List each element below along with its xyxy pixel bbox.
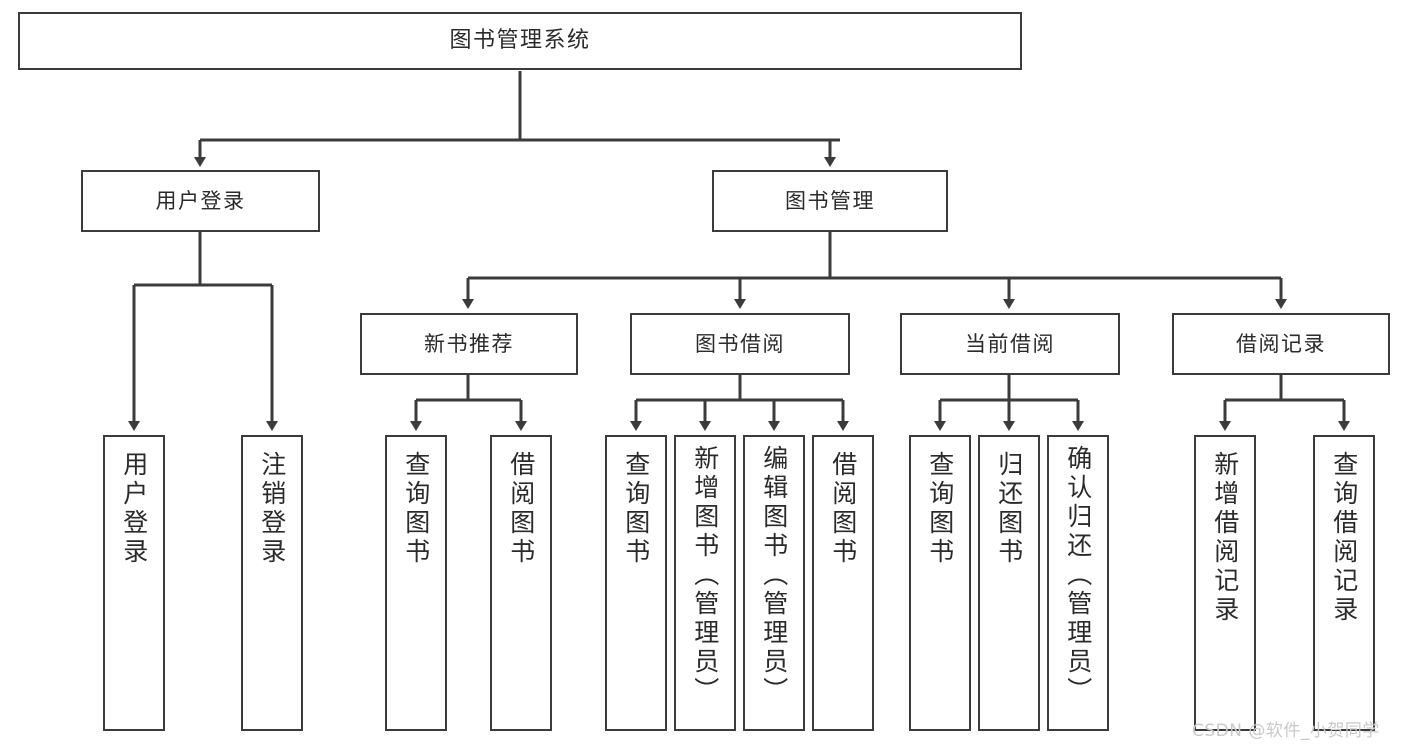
node-label: 确认归还（管理员） xyxy=(1063,445,1093,706)
node-label: 查询图书 xyxy=(401,451,431,567)
node-label: 查询图书 xyxy=(621,451,651,567)
leaf-borrow-record-query-record[interactable]: 查询借阅记录 xyxy=(1313,435,1375,731)
node-new-book-recommend[interactable]: 新书推荐 xyxy=(360,313,578,375)
node-book-borrow[interactable]: 图书借阅 xyxy=(630,313,850,375)
leaf-user-login-logout[interactable]: 注销登录 xyxy=(241,435,303,731)
leaf-new-book-query-book[interactable]: 查询图书 xyxy=(385,435,447,731)
node-label: 借阅图书 xyxy=(828,451,858,567)
node-label: 当前借阅 xyxy=(965,331,1055,356)
node-label: 编辑图书（管理员） xyxy=(759,445,789,706)
node-label: 新增借阅记录 xyxy=(1210,451,1240,625)
node-label: 图书借阅 xyxy=(695,331,785,356)
leaf-current-borrow-confirm-return[interactable]: 确认归还（管理员） xyxy=(1047,435,1109,731)
node-label: 借阅图书 xyxy=(506,451,536,567)
leaf-book-borrow-query-book[interactable]: 查询图书 xyxy=(605,435,667,731)
leaf-current-borrow-query-book[interactable]: 查询图书 xyxy=(909,435,971,731)
csdn-watermark: CSDN @软件_小贺同学 xyxy=(1192,721,1380,741)
node-borrow-record[interactable]: 借阅记录 xyxy=(1172,313,1390,375)
node-root-system[interactable]: 图书管理系统 xyxy=(18,12,1022,70)
leaf-book-borrow-edit-book[interactable]: 编辑图书（管理员） xyxy=(743,435,805,731)
node-label: 查询图书 xyxy=(925,451,955,567)
leaf-book-borrow-borrow-book[interactable]: 借阅图书 xyxy=(812,435,874,731)
node-label: 借阅记录 xyxy=(1236,331,1326,356)
node-label: 新增图书（管理员） xyxy=(690,445,720,706)
node-label: 用户登录 xyxy=(119,451,149,567)
node-label: 归还图书 xyxy=(994,451,1024,567)
node-label: 图书管理 xyxy=(785,188,875,213)
node-book-management[interactable]: 图书管理 xyxy=(712,170,948,232)
node-label: 用户登录 xyxy=(155,188,246,213)
leaf-user-login-login[interactable]: 用户登录 xyxy=(103,435,165,731)
leaf-new-book-borrow-book[interactable]: 借阅图书 xyxy=(490,435,552,731)
leaf-current-borrow-return-book[interactable]: 归还图书 xyxy=(978,435,1040,731)
node-label: 查询借阅记录 xyxy=(1329,451,1359,625)
node-current-borrow[interactable]: 当前借阅 xyxy=(900,313,1120,375)
node-label: 图书管理系统 xyxy=(449,28,591,53)
node-label: 注销登录 xyxy=(257,451,287,567)
leaf-borrow-record-add-record[interactable]: 新增借阅记录 xyxy=(1194,435,1256,731)
node-label: 新书推荐 xyxy=(424,331,514,356)
leaf-book-borrow-add-book[interactable]: 新增图书（管理员） xyxy=(674,435,736,731)
node-user-login[interactable]: 用户登录 xyxy=(81,170,320,232)
